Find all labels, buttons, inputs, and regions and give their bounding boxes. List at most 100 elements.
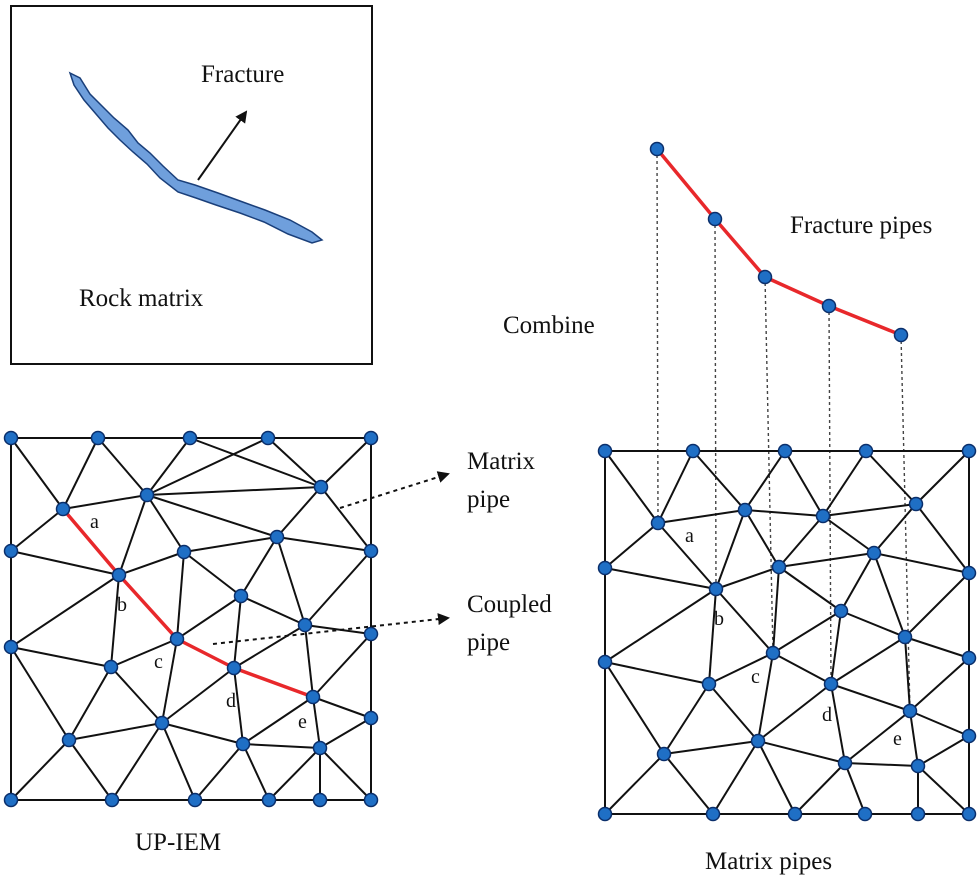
right-matrix-pipe (904, 636, 911, 712)
annotations: Matrix pipe Coupled pipe (212, 448, 552, 656)
fracture-pipe-node-d (821, 298, 837, 314)
right-matrix-pipe (917, 765, 970, 815)
left-matrix-pipe (10, 508, 64, 552)
left-node-n9 (235, 736, 251, 752)
left-matrix-pipe (146, 486, 322, 496)
right-matrix-pipe (772, 652, 832, 685)
left-node-label-b: b (117, 594, 127, 616)
left-node-n6 (297, 617, 313, 633)
left-matrix-pipe (161, 667, 235, 724)
right-mesh-edges (604, 450, 970, 815)
left-matrix-pipe (320, 486, 372, 552)
right-matrix-pipe (778, 515, 824, 568)
left-matrix-pipe (68, 666, 112, 741)
right-matrix-pipe (757, 740, 846, 764)
left-matrix-pipe (312, 696, 372, 719)
left-node-r3 (363, 710, 379, 726)
rock-matrix-label: Rock matrix (79, 285, 204, 312)
right-node-label-d: d (822, 704, 832, 726)
right-matrix-pipe (909, 710, 919, 767)
right-matrix-pipe (909, 657, 970, 712)
right-matrix-pipe (909, 710, 970, 737)
left-node-l1 (3, 543, 19, 559)
right-node-r1 (961, 565, 977, 581)
left-matrix-pipe (183, 551, 242, 597)
left-matrix-pipe (161, 722, 196, 801)
right-matrix-pipe (917, 735, 970, 767)
right-matrix-pipe (604, 588, 717, 663)
left-matrix-pipe (268, 747, 321, 801)
right-matrix-pipe (772, 566, 780, 654)
fracture-pipe-node-a (649, 141, 665, 157)
right-matrix-pipe (692, 450, 746, 511)
right-node-n5 (866, 545, 882, 561)
right-matrix-pipe (840, 610, 906, 638)
right-node-r3 (961, 728, 977, 744)
fracture-pipes (655, 147, 902, 337)
left-mesh-caption: UP-IEM (135, 829, 221, 856)
fracture-pipe-segment (828, 304, 902, 337)
right-matrix-pipe (840, 552, 875, 612)
left-node-n1 (139, 487, 155, 503)
left-matrix-pipe (320, 437, 372, 488)
right-node-b1 (705, 806, 721, 822)
right-matrix-pipe (744, 450, 786, 511)
right-node-l2 (597, 654, 613, 670)
left-matrix-pipe (110, 574, 120, 668)
right-matrix-pipe (663, 740, 759, 755)
left-node-label-e: e (298, 711, 307, 733)
fracture-shape (68, 71, 324, 244)
left-matrix-pipe (240, 595, 306, 626)
right-matrix-pipe (604, 567, 717, 590)
right-node-b (708, 581, 724, 597)
left-matrix-pipe (146, 437, 269, 496)
right-matrix-pipe (604, 661, 665, 755)
left-node-t4 (363, 430, 379, 446)
right-matrix-pipe (904, 636, 970, 659)
left-mesh: a b c d e UP-IEM (3, 430, 379, 856)
left-coupled-pipe-segment (176, 637, 235, 670)
left-node-n5 (233, 588, 249, 604)
fracture-pipe-segment (764, 275, 830, 308)
right-node-b2 (787, 806, 803, 822)
left-matrix-pipe (312, 696, 321, 749)
right-matrix-pipe (844, 762, 866, 815)
left-node-n4 (269, 529, 285, 545)
right-matrix-pipe (778, 552, 875, 568)
right-matrix-pipe (772, 610, 842, 654)
right-side: Fracture pipes Combine a b c d e Matrix … (503, 141, 977, 875)
left-node-n10 (312, 740, 328, 756)
fracture-pipe-node-e (893, 327, 909, 343)
inset-frame (10, 5, 373, 365)
matrix-pipe-label-line2: pipe (467, 486, 510, 513)
left-node-t2 (182, 430, 198, 446)
left-matrix-pipe (233, 667, 244, 745)
right-node-l3 (656, 746, 672, 762)
right-node-n6 (833, 603, 849, 619)
fracture-pipe-node-c (757, 269, 773, 285)
right-node-b5 (961, 806, 977, 822)
rock-matrix-inset: Fracture Rock matrix (10, 5, 373, 365)
right-matrix-pipe (715, 588, 774, 654)
left-mesh-nodes (3, 430, 379, 808)
fracture-pipe-segment (713, 217, 767, 279)
right-matrix-pipe (708, 683, 759, 742)
left-node-a (55, 501, 71, 517)
left-coupled-pipes (61, 507, 314, 699)
left-matrix-pipe (146, 437, 191, 496)
left-node-t0 (3, 430, 19, 446)
right-matrix-pipe (844, 762, 919, 767)
right-node-b3 (857, 806, 873, 822)
left-matrix-pipe (304, 550, 372, 626)
left-matrix-pipe (62, 494, 148, 510)
left-matrix-pipe (304, 624, 314, 698)
left-matrix-pipe (319, 717, 372, 749)
left-matrix-pipe (110, 638, 178, 668)
left-matrix-pipe (10, 574, 120, 648)
fracture-arrow (197, 110, 248, 181)
right-matrix-pipe (830, 683, 846, 764)
right-node-b4 (910, 806, 926, 822)
right-node-n7 (897, 629, 913, 645)
left-matrix-pipe (194, 743, 244, 801)
